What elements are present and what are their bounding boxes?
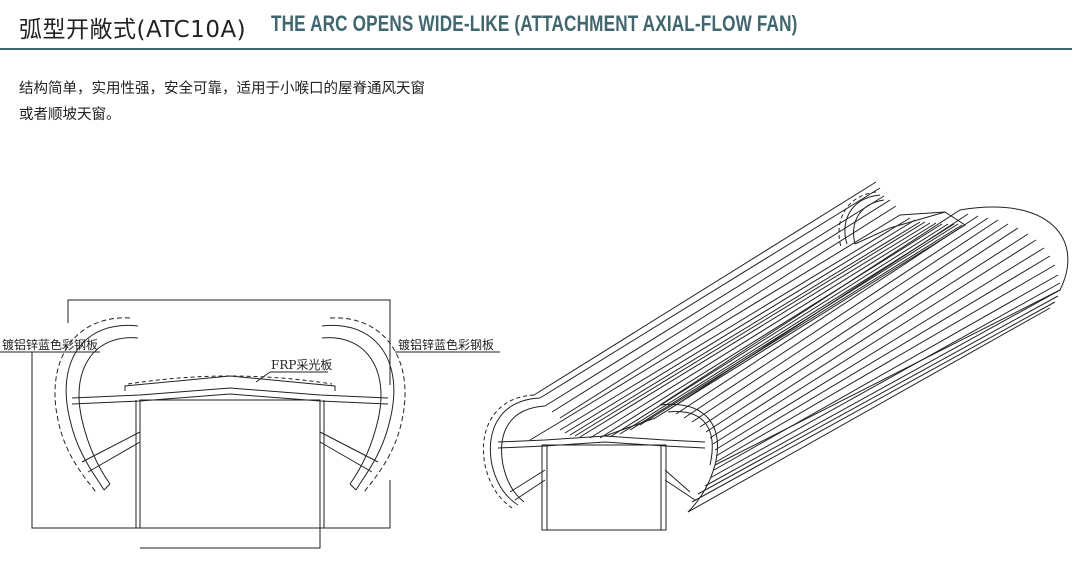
label-frp: FRP采光板 bbox=[271, 358, 332, 372]
description-line-1: 结构简单，实用性强，安全可靠，适用于小喉口的屋脊通风天窗 bbox=[19, 81, 425, 97]
right-arc bbox=[321, 324, 395, 491]
base-beam bbox=[71, 387, 389, 399]
isometric-drawing bbox=[482, 181, 1069, 531]
description: 结构简单，实用性强，安全可靠，适用于小喉口的屋脊通风天窗 或者顺坡天窗。 bbox=[19, 76, 425, 128]
header-divider bbox=[0, 48, 1072, 50]
label-steel-right: 镀铝锌蓝色彩钢板 bbox=[398, 337, 494, 352]
frame-bottom bbox=[140, 480, 391, 549]
frame-left-box bbox=[31, 352, 140, 529]
frame-outline bbox=[67, 299, 391, 385]
page-header: 弧型开敞式(ATC10A) THE ARC OPENS WIDE-LIKE (A… bbox=[0, 0, 1082, 50]
description-line-2: 或者顺坡天窗。 bbox=[19, 107, 121, 123]
left-arc bbox=[65, 324, 139, 491]
title-english: THE ARC OPENS WIDE-LIKE (ATTACHMENT AXIA… bbox=[271, 11, 798, 36]
throat bbox=[139, 399, 321, 529]
label-steel-left: 镀铝锌蓝色彩钢板 bbox=[2, 337, 98, 352]
title-chinese: 弧型开敞式(ATC10A) bbox=[19, 17, 247, 43]
frp-panel bbox=[124, 375, 336, 391]
